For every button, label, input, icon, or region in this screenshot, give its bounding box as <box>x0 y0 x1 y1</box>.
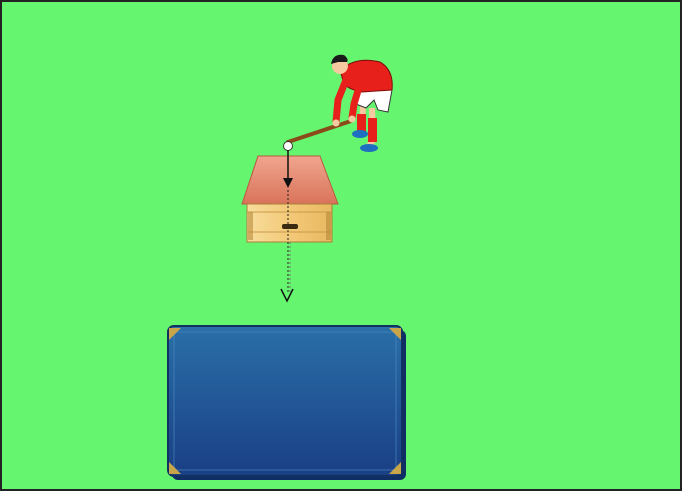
gym-mat-icon <box>168 326 406 480</box>
box-side <box>247 204 332 242</box>
ball-icon <box>284 142 293 151</box>
vaulting-box-icon <box>242 156 338 242</box>
box-handle <box>282 224 298 229</box>
player-shoe <box>352 130 368 138</box>
mat-surface <box>168 326 402 476</box>
